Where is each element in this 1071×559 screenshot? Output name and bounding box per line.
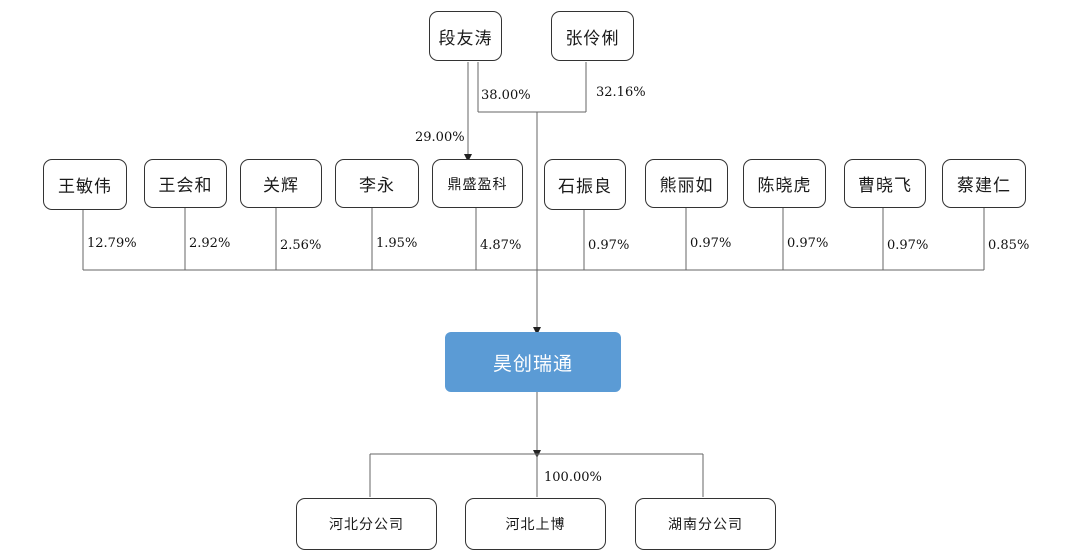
pct-cao-xiaofei: 0.97% <box>887 238 929 253</box>
subsidiary-hunan-branch: 湖南分公司 <box>635 498 776 550</box>
shareholder-chen-xiaohu: 陈晓虎 <box>743 159 826 208</box>
holder-duan-youtao: 段友涛 <box>429 11 502 61</box>
subsidiary-hebei-branch: 河北分公司 <box>296 498 437 550</box>
pct-cai-jianren: 0.85% <box>988 238 1030 253</box>
shareholder-guan-hui: 关辉 <box>240 159 322 208</box>
pct-chen-xiaohu: 0.97% <box>787 236 829 251</box>
shareholder-label: 曹晓飞 <box>858 176 912 196</box>
shareholder-shi-zhenliang: 石振良 <box>544 159 626 210</box>
shareholder-label: 李永 <box>359 176 395 196</box>
pct-li-yong: 1.95% <box>376 236 418 251</box>
pct-zhang-to-company: 32.16% <box>596 85 646 100</box>
shareholder-label: 王会和 <box>158 176 213 196</box>
pct-duan-to-company: 38.00% <box>481 88 531 103</box>
shareholder-label: 陈晓虎 <box>757 176 812 196</box>
subsidiary-label: 湖南分公司 <box>668 517 743 533</box>
shareholder-cao-xiaofei: 曹晓飞 <box>844 159 926 208</box>
pct-guan-hui: 2.56% <box>280 238 322 253</box>
shareholder-label: 熊丽如 <box>659 176 714 196</box>
pct-xiong-liru: 0.97% <box>690 236 732 251</box>
shareholder-label: 石振良 <box>558 177 612 197</box>
shareholder-label: 关辉 <box>263 176 299 196</box>
company-haochuang-ruitong: 昊创瑞通 <box>445 332 621 392</box>
shareholder-wang-minwei: 王敏伟 <box>43 159 127 210</box>
shareholder-label: 蔡建仁 <box>957 176 1011 196</box>
holder-zhang-lingli-label: 张伶俐 <box>565 28 620 49</box>
pct-wang-minwei: 12.79% <box>87 236 137 251</box>
pct-duan-to-dingsheng: 29.00% <box>415 130 465 145</box>
shareholder-label: 王敏伟 <box>58 177 112 197</box>
company-label: 昊创瑞通 <box>492 352 573 375</box>
shareholder-xiong-liru: 熊丽如 <box>645 159 728 208</box>
shareholder-li-yong: 李永 <box>335 159 419 208</box>
subsidiary-label: 河北分公司 <box>329 517 404 533</box>
pct-shi-zhenliang: 0.97% <box>588 238 630 253</box>
shareholder-wang-huihe: 王会和 <box>144 159 227 208</box>
shareholder-label: 鼎盛盈科 <box>447 176 508 193</box>
pct-subsidiaries: 100.00% <box>544 470 602 485</box>
subsidiary-hebei-shangbo: 河北上博 <box>465 498 606 550</box>
shareholder-cai-jianren: 蔡建仁 <box>942 159 1026 208</box>
pct-dingsheng-yingke: 4.87% <box>480 238 522 253</box>
shareholder-dingsheng-yingke: 鼎盛盈科 <box>432 159 523 208</box>
subsidiary-label: 河北上博 <box>505 517 566 533</box>
pct-wang-huihe: 2.92% <box>189 236 231 251</box>
holder-zhang-lingli: 张伶俐 <box>551 11 634 61</box>
holder-duan-youtao-label: 段友涛 <box>438 28 493 49</box>
